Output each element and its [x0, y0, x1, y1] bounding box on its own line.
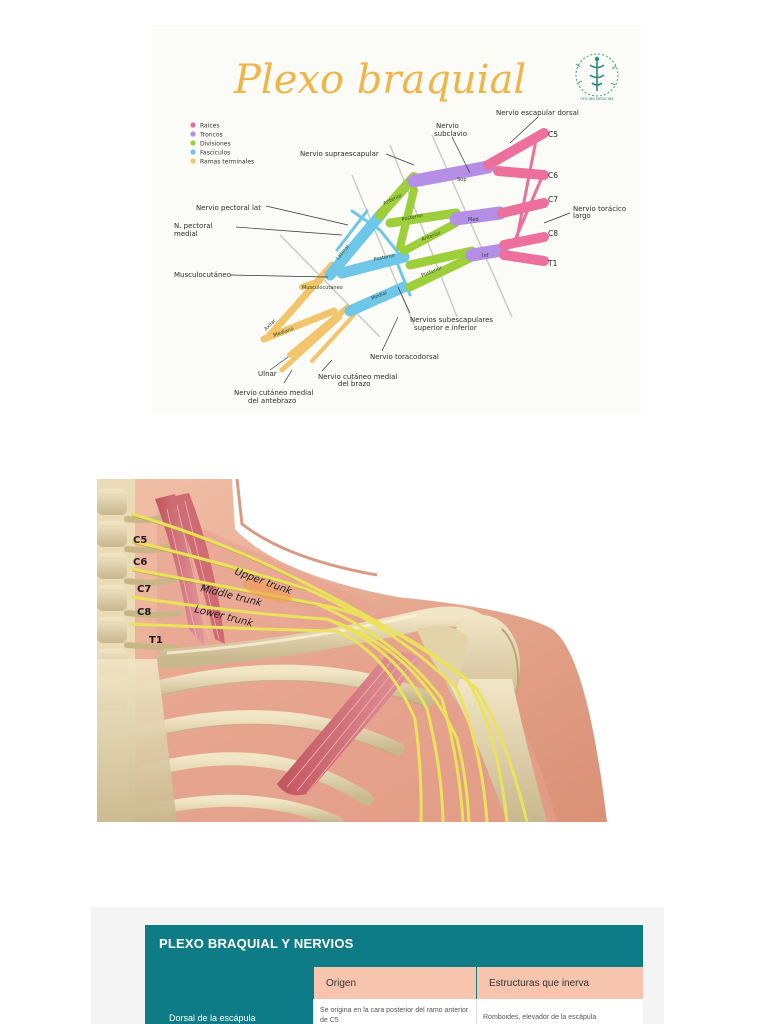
svg-text:N. pectoral: N. pectoral [174, 222, 212, 230]
label-pectoral-lat: Nervio pectoral lat [196, 204, 261, 212]
root-label-c5: C5 [548, 130, 558, 139]
trunk-label-sup: Sup [457, 177, 467, 183]
leader-lines [229, 116, 571, 384]
pectoralis-minor-muscle [277, 652, 423, 796]
anatomy-label-c6: C6 [133, 557, 147, 568]
svg-text:Nervio torácico: Nervio torácico [573, 205, 626, 213]
anatomy-label-c7: C7 [137, 584, 151, 595]
table-header-estructuras: Estructuras que inerva [476, 967, 643, 999]
svg-text:Nervio cutáneo medial: Nervio cutáneo medial [318, 373, 397, 381]
legend-dot-fasciculos [190, 149, 196, 155]
logo-icon: OFICINA MEDICINE [575, 53, 619, 101]
anatomy-canvas: C5 C6 C7 C8 T1 Upper trunk Middle trunk … [97, 479, 607, 822]
legend-dot-ramas [190, 158, 196, 164]
roots [483, 128, 549, 266]
label-pectoral-medial: N. pectoral medial [174, 222, 212, 238]
table-cell-estructuras: Romboides, elevador de la escápula [476, 999, 643, 1024]
table-header-row: Origen Estructuras que inerva [145, 967, 643, 999]
svg-text:Nervios subescapulares: Nervios subescapulares [410, 316, 493, 324]
svg-text:medial: medial [174, 230, 198, 238]
legend-label-fasciculos: Fascículos [200, 150, 230, 157]
diagram-canvas: Plexo braquial OFICINA MEDICINE Raíces T… [174, 53, 626, 405]
label-subescapulares: Nervios subescapulares superior e inferi… [410, 316, 493, 332]
legend: Raíces Troncos Divisiones Fascículos Ram… [190, 122, 254, 166]
diagram-title: Plexo braquial [233, 57, 526, 103]
label-toracodorsal: Nervio toracodorsal [370, 353, 439, 361]
root-label-c7: C7 [548, 195, 558, 204]
svg-text:largo: largo [573, 212, 591, 220]
label-escapular-dorsal: Nervio escapular dorsal [496, 109, 579, 117]
root-label-t1: T1 [547, 259, 558, 268]
brachial-plexus-nerves [130, 512, 529, 822]
cord-label-posterior: Posterior [373, 252, 397, 263]
brachial-plexus-anatomy-illustration: C5 C6 C7 C8 T1 Upper trunk Middle trunk … [97, 479, 699, 822]
trunk-label-inf: Inf [482, 253, 489, 259]
cord-label-medial: Medial [371, 290, 388, 302]
terminal-label-musculocutaneo: Musculocutáneo [302, 284, 343, 291]
legend-label-raices: Raíces [200, 123, 220, 130]
cords [324, 207, 412, 317]
legend-label-divisiones: Divisiones [200, 141, 231, 148]
label-toracico-largo: Nervio torácico largo [573, 205, 626, 220]
svg-text:Nervio: Nervio [436, 122, 459, 130]
terminal-branches [260, 261, 356, 373]
svg-text:del brazo: del brazo [338, 380, 371, 388]
sternum [97, 659, 177, 822]
division-label-2: Posterior [401, 212, 425, 223]
label-musculocutaneo: Musculocutáneo [174, 271, 231, 279]
label-ulnar: Ulnar [258, 370, 277, 378]
table-title: PLEXO BRAQUIAL Y NERVIOS [159, 936, 354, 951]
nerves-table-card: PLEXO BRAQUIAL Y NERVIOS Origen Estructu… [91, 907, 664, 1024]
nerves-table: PLEXO BRAQUIAL Y NERVIOS Origen Estructu… [145, 925, 643, 1024]
label-cutaneo-antebrazo: Nervio cutáneo medial del antebrazo [234, 389, 313, 405]
label-cutaneo-brazo: Nervio cutáneo medial del brazo [318, 373, 397, 388]
svg-text:superior e inferior: superior e inferior [414, 324, 477, 332]
label-supraescapular: Nervio supraescapular [300, 150, 379, 158]
label-subclavio: Nervio subclavio [434, 122, 467, 138]
svg-text:subclavio: subclavio [434, 130, 467, 138]
trunks [407, 160, 509, 262]
svg-text:del antebrazo: del antebrazo [248, 397, 296, 405]
table-cell-origen: Se origina en la cara posterior del ramo… [313, 999, 476, 1024]
legend-dot-divisiones [190, 140, 196, 146]
anatomy-label-t1: T1 [149, 635, 163, 646]
root-label-c8: C8 [548, 229, 558, 238]
anatomy-label-c8: C8 [137, 607, 151, 618]
clavicle [157, 606, 487, 669]
table-row: Dorsal de la escápula Se origina en la c… [145, 999, 643, 1024]
legend-label-ramas: Ramas terminales [200, 159, 254, 166]
table-row-name: Dorsal de la escápula [145, 999, 313, 1024]
anatomy-label-c5: C5 [133, 535, 147, 546]
table-header-origen: Origen [313, 967, 476, 999]
table-title-bar: PLEXO BRAQUIAL Y NERVIOS [145, 925, 643, 967]
legend-dot-raices [190, 122, 196, 128]
table-header-blank [145, 967, 313, 999]
svg-text:Nervio cutáneo medial: Nervio cutáneo medial [234, 389, 313, 397]
legend-dot-troncos [190, 131, 196, 137]
legend-label-troncos: Troncos [199, 132, 223, 139]
logo-text: OFICINA MEDICINE [580, 97, 614, 101]
trunk-label-med: Med [468, 217, 479, 223]
root-label-c6: C6 [548, 171, 558, 180]
brachial-plexus-diagram: Plexo braquial OFICINA MEDICINE Raíces T… [152, 25, 641, 414]
